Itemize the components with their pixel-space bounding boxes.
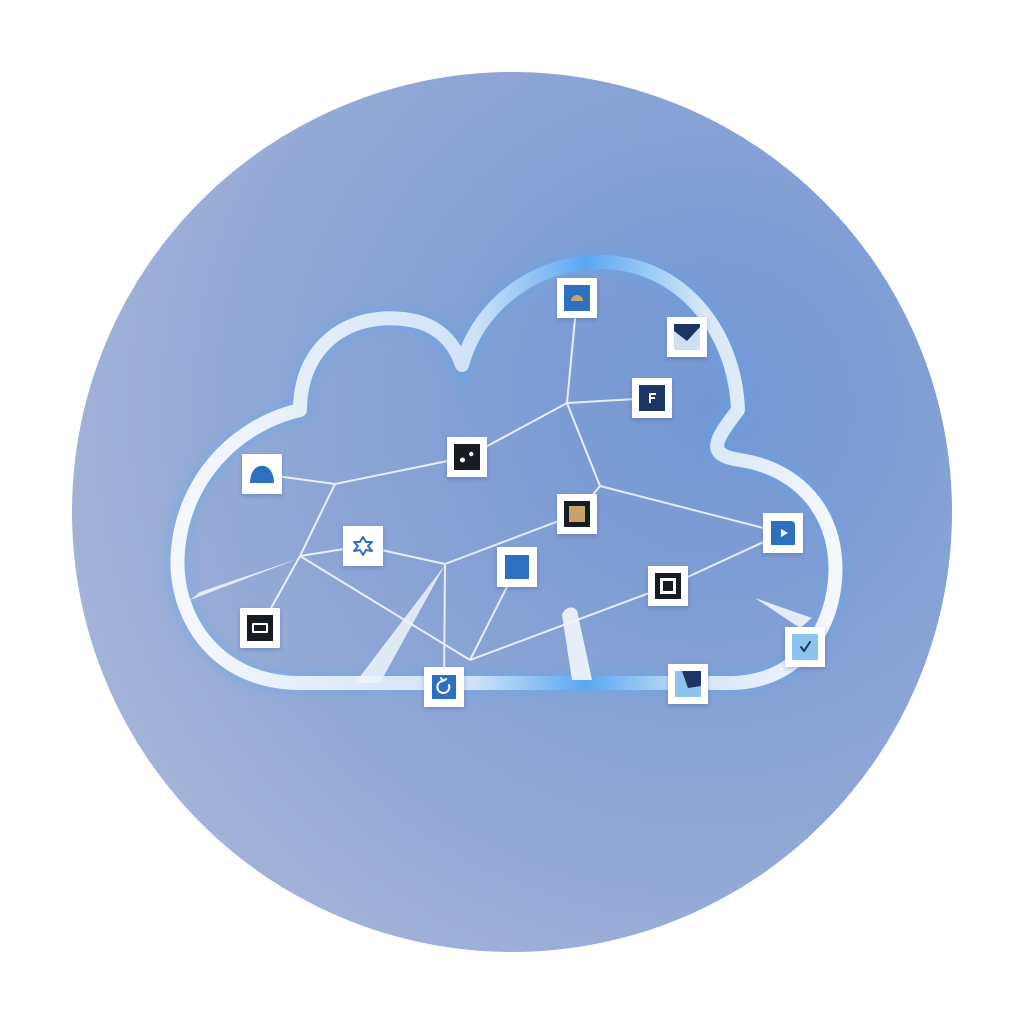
- mountain-icon: [674, 324, 700, 350]
- dots-icon: [454, 444, 480, 470]
- node-tile: [667, 317, 707, 357]
- network-nodes: [240, 278, 825, 707]
- node-tile: [343, 526, 383, 566]
- cloud-inner-wedge-bottom: [355, 565, 445, 683]
- node-tile: [785, 627, 825, 667]
- cloud-inner-wedge-left: [190, 558, 300, 600]
- gauge-icon: [564, 285, 590, 311]
- node-tile: [424, 667, 464, 707]
- node-tile: [632, 378, 672, 418]
- chart-icon: [675, 671, 701, 697]
- link-line: [599, 485, 784, 534]
- node-tile: [763, 513, 803, 553]
- refresh-icon: [431, 674, 457, 700]
- node-tile: [447, 437, 487, 477]
- chat-icon: [504, 554, 530, 580]
- frame-icon: [655, 573, 681, 599]
- window-icon: [247, 615, 273, 641]
- node-tile: [497, 547, 537, 587]
- node-tile: [240, 608, 280, 648]
- node-tile: [557, 278, 597, 318]
- cloud-inner-stub: [562, 607, 592, 680]
- letter-f-icon: [639, 385, 665, 411]
- link-line: [299, 483, 336, 557]
- node-tile: [557, 494, 597, 534]
- link-line: [469, 585, 669, 661]
- link-line: [444, 513, 578, 565]
- check-icon: [792, 634, 818, 660]
- dome-icon: [249, 461, 275, 487]
- node-tile: [668, 664, 708, 704]
- background-disc: [72, 72, 952, 952]
- cloud-outline: [166, 250, 847, 694]
- cloud-inner-wedge-right: [755, 598, 812, 628]
- play-icon: [770, 520, 796, 546]
- link-line: [334, 456, 468, 485]
- node-tile: [242, 454, 282, 494]
- link-line: [443, 563, 446, 688]
- square-tan-icon: [564, 501, 590, 527]
- gear-icon: [350, 533, 376, 559]
- link-line: [566, 402, 601, 487]
- link-line: [299, 555, 471, 661]
- node-tile: [648, 566, 688, 606]
